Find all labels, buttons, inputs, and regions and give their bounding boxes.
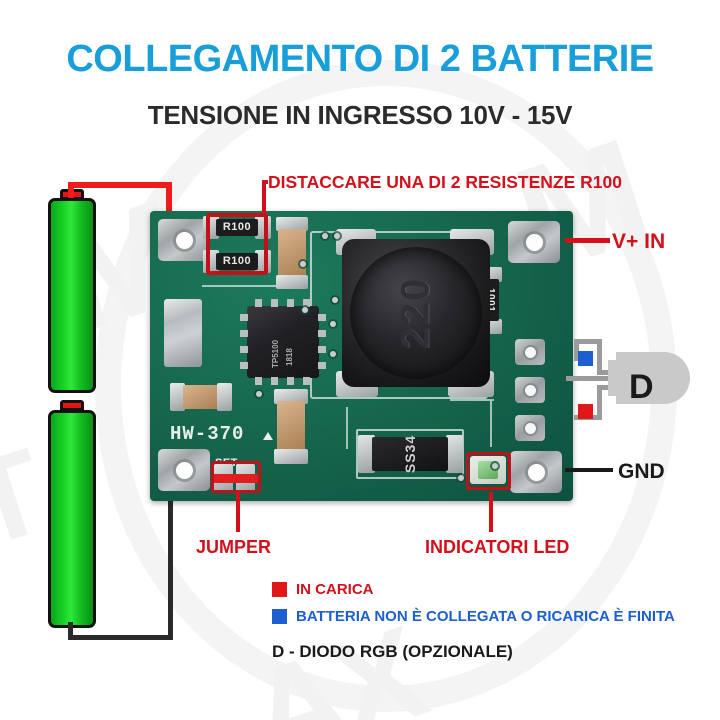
pad-led-blue[interactable] <box>515 339 545 365</box>
silkscreen-line <box>490 401 492 447</box>
highlight-box-led <box>466 452 511 490</box>
label-gnd: GND <box>618 460 665 483</box>
leader-line-led <box>489 492 493 532</box>
page-title: COLLEGAMENTO DI 2 BATTERIE <box>66 38 654 80</box>
legend-item-idle: BATTERIA NON È COLLEGATA O RICARICA È FI… <box>272 608 675 625</box>
wire-negative-segment <box>68 622 73 640</box>
legend-swatch-red <box>272 582 287 597</box>
battery-terminal-positive-bottom <box>60 400 84 411</box>
wire-negative-segment <box>168 472 173 640</box>
silkscreen-model-text: HW-370 <box>170 423 245 445</box>
silkscreen-line <box>450 399 494 401</box>
diode-part-label: SS34 <box>402 434 418 474</box>
resistor-r100-bottom: R100 <box>216 253 258 270</box>
d-wire-blue <box>574 339 579 361</box>
d-terminal-red <box>578 404 593 419</box>
legend-text-footnote: D - DIODO RGB (OPZIONALE) <box>272 642 513 661</box>
capacitor-tantalum-top <box>278 229 306 277</box>
label-v-in: V+ IN <box>612 230 666 253</box>
legend-text-charging: IN CARICA <box>296 581 374 598</box>
silkscreen-line <box>346 407 348 449</box>
resistor-r100-top: R100 <box>216 219 258 236</box>
highlight-box-jumper <box>211 461 261 493</box>
legend-text-idle: BATTERIA NON È COLLEGATA O RICARICA È FI… <box>296 608 675 625</box>
label-diode-d: D <box>629 368 654 406</box>
capacitor-terminal <box>276 275 308 289</box>
battery-cell-top <box>48 198 96 393</box>
silkscreen-triangle-icon <box>263 432 273 440</box>
leader-line-distaccare <box>262 180 268 184</box>
pad-led-common[interactable] <box>515 377 545 403</box>
battery-cell-bottom <box>48 410 96 628</box>
d-wire-common <box>566 376 619 381</box>
pad-led-red[interactable] <box>515 415 545 441</box>
capacitor-terminal <box>274 389 308 404</box>
diode-terminal <box>358 435 375 473</box>
diode-terminal <box>446 435 463 473</box>
pad-gnd[interactable] <box>510 451 562 493</box>
pad-battery-positive[interactable] <box>158 219 210 261</box>
silkscreen-outline-diode <box>356 429 464 479</box>
leader-line-gnd <box>565 468 613 472</box>
legend-item-charging: IN CARICA <box>272 581 374 598</box>
pad-vin-positive[interactable] <box>508 221 560 263</box>
ic-date-code: 1818 <box>285 348 294 366</box>
ic-part-number: TP5100 <box>271 339 280 368</box>
label-jumper: JUMPER <box>196 537 272 557</box>
d-terminal-blue <box>578 351 593 366</box>
d-wire-blue <box>574 339 602 344</box>
label-indicatori-led: INDICATORI LED <box>425 537 570 557</box>
leader-line-vin <box>565 238 610 243</box>
legend-swatch-blue <box>272 609 287 624</box>
capacitor-terminal <box>217 383 232 411</box>
capacitor-input <box>164 299 202 367</box>
d-wire-red <box>597 385 602 420</box>
wire-negative-segment <box>68 635 173 640</box>
wire-positive-segment <box>68 182 74 198</box>
ic-tp5100: TP5100 1818 <box>240 299 326 385</box>
inductor-value-label: 220 <box>393 276 438 350</box>
diode-ss34: SS34 <box>372 434 448 474</box>
d-wire-blue <box>597 339 602 373</box>
wire-positive-segment <box>68 182 172 188</box>
pcb-board: R100 R100 1001 TP5100 1818 <box>150 211 573 501</box>
leader-line-jumper <box>236 492 240 532</box>
rgb-diode-body <box>616 352 690 404</box>
capacitor-tantalum-bottom <box>277 401 305 451</box>
pad-battery-negative[interactable] <box>158 449 210 491</box>
capacitor-ceramic <box>183 385 219 409</box>
jumper-solder-bridge[interactable] <box>212 474 258 483</box>
silkscreen-line <box>202 285 282 287</box>
capacitor-terminal <box>274 449 308 464</box>
wire-positive-segment <box>166 182 172 237</box>
inductor-220: 220 <box>342 239 490 387</box>
page-subtitle: TENSIONE IN INGRESSO 10V - 15V <box>147 100 573 130</box>
capacitor-terminal <box>170 383 185 411</box>
label-distaccare: DISTACCARE UNA DI 2 RESISTENZE R100 <box>268 172 622 192</box>
capacitor-terminal <box>276 217 308 231</box>
legend-footnote: D - DIODO RGB (OPZIONALE) <box>272 642 513 662</box>
highlight-box-r100 <box>206 213 268 275</box>
leader-line-distaccare <box>262 180 266 214</box>
